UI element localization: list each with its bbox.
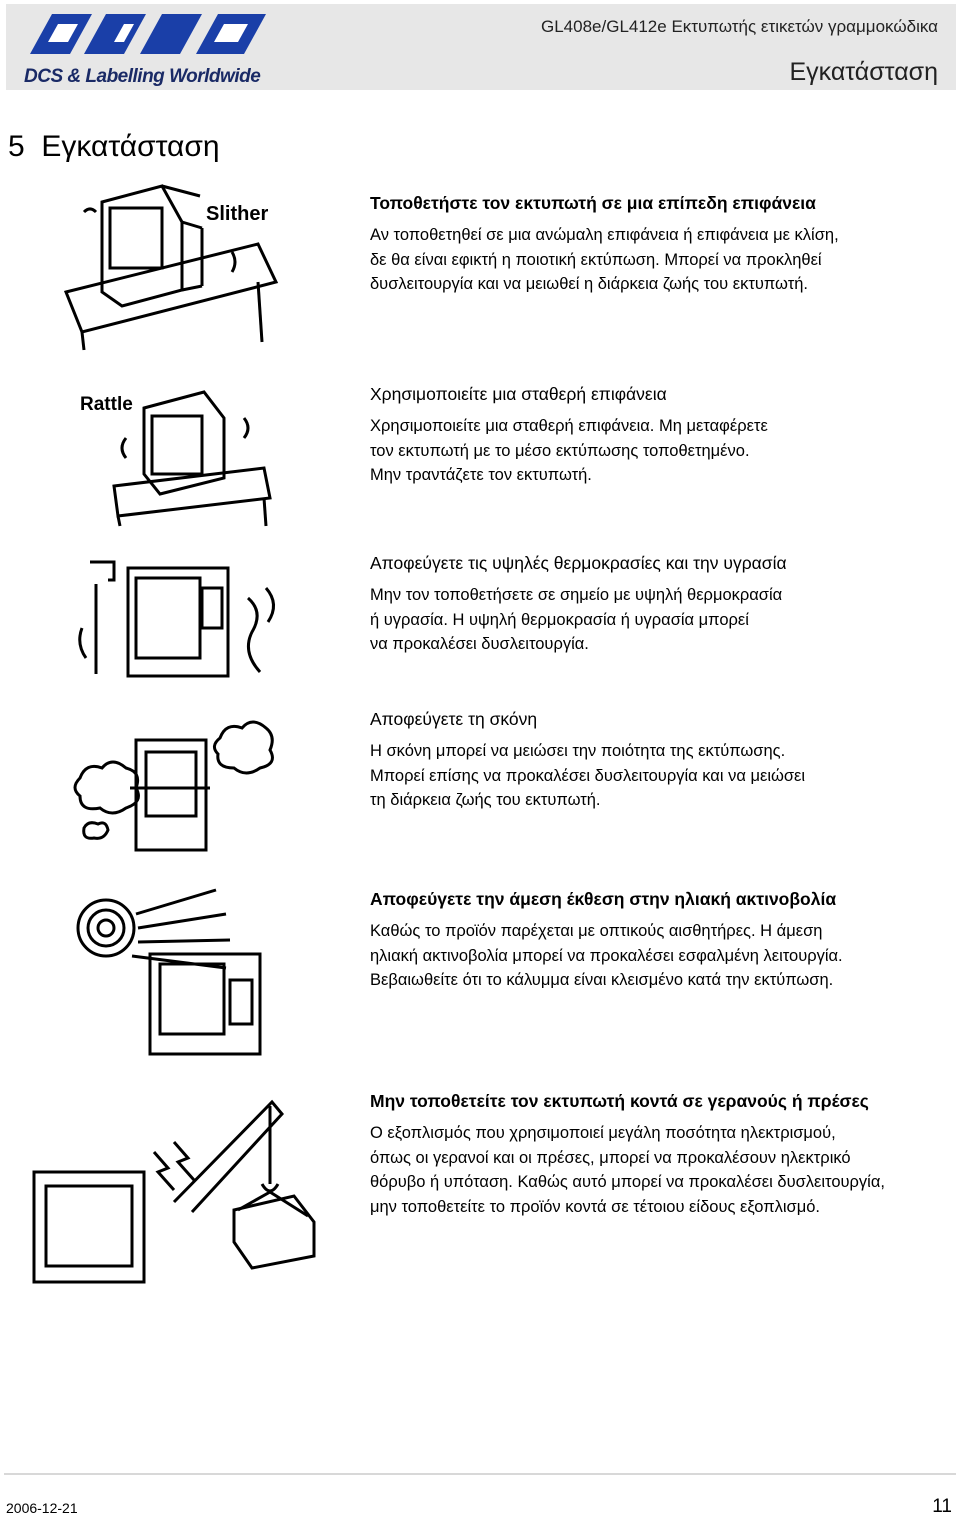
section-heading: Τοποθετήστε τον εκτυπωτή σε μια επίπεδη … xyxy=(370,193,816,213)
section-text-line: τον εκτυπωτή με το μέσο εκτύπωσης τοποθε… xyxy=(370,441,750,460)
header-section-title: Εγκατάσταση xyxy=(789,58,938,86)
sato-logo xyxy=(30,14,266,54)
section-heat-humidity: Αποφεύγετε τις υψηλές θερμοκρασίες και τ… xyxy=(370,552,950,657)
section-text-line: ή υγρασία. Η υψηλή θερμοκρασία ή υγρασία… xyxy=(370,610,749,629)
rattle-label: Rattle xyxy=(80,394,133,415)
section-heading: Αποφεύγετε τη σκόνη xyxy=(370,709,538,729)
section-text-line: Μην τον τοποθετήσετε σε σημείο με υψηλή … xyxy=(370,586,783,604)
section-text-line: δυσλειτουργία και να μειωθεί η διάρκεια … xyxy=(370,275,808,293)
section-text-line: μην τοποθετείτε το προϊόν κοντά σε τέτοι… xyxy=(370,1197,820,1216)
section-text-line: όπως οι γερανοί και οι πρέσες, μπορεί να… xyxy=(370,1148,851,1167)
section-text-line: Καθώς το προϊόν παρέχεται με οπτικούς αι… xyxy=(370,922,823,940)
company-tagline: DCS & Labelling Worldwide xyxy=(24,66,261,87)
printer-near-crane-illustration xyxy=(32,1099,316,1284)
section-sunlight: Αποφεύγετε την άμεση έκθεση στην ηλιακή … xyxy=(370,888,950,993)
section-text-line: Ο εξοπλισμός που χρησιμοποιεί μεγάλη ποσ… xyxy=(370,1124,836,1142)
section-flat-surface: Τοποθετήστε τον εκτυπωτή σε μια επίπεδη … xyxy=(370,192,950,297)
section-heading: Αποφεύγετε τις υψηλές θερμοκρασίες και τ… xyxy=(370,553,787,573)
printer-dust-illustration xyxy=(73,720,274,852)
chapter-heading: 5 Εγκατάσταση xyxy=(8,130,220,164)
footer-date: 2006-12-21 xyxy=(6,1500,78,1516)
chapter-title: Εγκατάσταση xyxy=(41,130,220,163)
chapter-number: 5 xyxy=(8,130,25,163)
section-heading: Χρησιμοποιείτε μια σταθερή επιφάνεια xyxy=(370,384,667,404)
footer-divider xyxy=(4,1473,956,1475)
page-header: DCS & Labelling Worldwide GL408e/GL412e … xyxy=(6,4,956,90)
document-title: GL408e/GL412e Εκτυπωτής ετικετών γραμμοκ… xyxy=(541,17,938,36)
section-text-line: θόρυβο ή υπόταση. Καθώς αυτό μπορεί να π… xyxy=(370,1173,885,1191)
section-heading: Μην τοποθετείτε τον εκτυπωτή κοντά σε γε… xyxy=(370,1091,869,1111)
section-text-line: Μην τραντάζετε τον εκτυπωτή. xyxy=(370,466,592,484)
section-text-line: Χρησιμοποιείτε μια σταθερή επιφάνεια. Μη… xyxy=(370,417,768,435)
section-text-line: ηλιακή ακτινοβολία μπορεί να προκαλέσει … xyxy=(370,946,843,965)
printer-shaking-illustration: Rattle xyxy=(80,390,272,527)
section-dust: Αποφεύγετε τη σκόνη Η σκόνη μπορεί να με… xyxy=(370,708,950,813)
section-text-line: Μπορεί επίσης να προκαλέσει δυσλειτουργί… xyxy=(370,766,806,785)
section-text-line: δε θα είναι εφικτή η ποιοτική εκτύπωση. … xyxy=(370,250,822,269)
printer-on-sloped-table-illustration: Slither xyxy=(63,184,279,351)
section-text-line: Βεβαιωθείτε ότι το κάλυμμα είναι κλεισμέ… xyxy=(370,971,834,989)
section-text-line: να προκαλέσει δυσλειτουργία. xyxy=(370,635,589,653)
section-heading: Αποφεύγετε την άμεση έκθεση στην ηλιακή … xyxy=(370,889,837,909)
section-text-line: Αν τοποθετηθεί σε μια ανώμαλη επιφάνεια … xyxy=(370,226,839,244)
printer-heat-humidity-illustration xyxy=(78,560,275,678)
section-text-line: Η σκόνη μπορεί να μειώσει την ποιότητα τ… xyxy=(370,742,786,760)
section-cranes-presses: Μην τοποθετείτε τον εκτυπωτή κοντά σε γε… xyxy=(370,1090,950,1219)
printer-sunlight-illustration xyxy=(76,888,262,1056)
page-number: 11 xyxy=(932,1496,952,1517)
section-stable-surface: Χρησιμοποιείτε μια σταθερή επιφάνεια Χρη… xyxy=(370,383,950,488)
slither-label: Slither xyxy=(206,203,268,225)
section-text-line: τη διάρκεια ζωής του εκτυπωτή. xyxy=(370,791,601,809)
